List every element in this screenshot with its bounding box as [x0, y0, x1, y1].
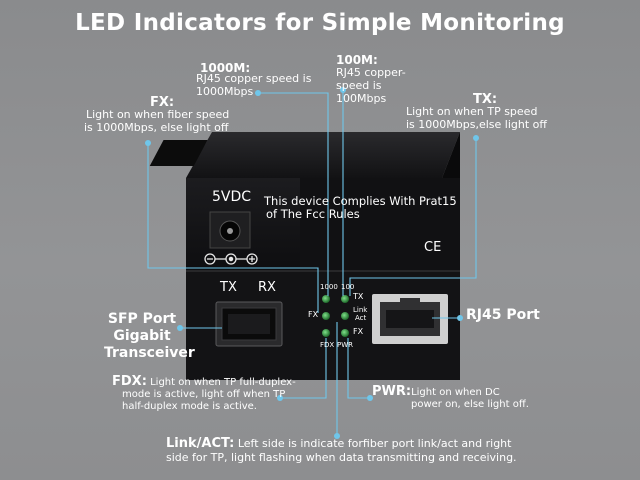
fx-desc-1: Light on when fiber speed — [86, 108, 230, 121]
upper-unit-top — [186, 132, 460, 178]
ce-mark-icon: CE — [424, 240, 442, 255]
dc-polarity-icon — [204, 253, 258, 265]
link-desc-1: Left side is indicate forfiber port link… — [237, 437, 512, 450]
fdx-desc-1: Light on when TP full-duplex- — [150, 377, 296, 388]
sfp-label-2: Gigabit — [113, 328, 171, 345]
rj45-label: RJ45 Port — [466, 307, 540, 323]
led-100-label: 100 — [341, 283, 355, 291]
m1000-desc-1: RJ45 copper speed is — [196, 72, 312, 85]
sfp-port-icon — [215, 301, 283, 347]
led-fx-right-label: FX — [353, 327, 364, 336]
link-desc-2: side for TP, light flashing when data tr… — [166, 451, 517, 464]
sfp-label-3: Transceiver — [104, 345, 195, 362]
pwr-line-1: PWR:Light on when DC — [372, 384, 500, 399]
led-100 — [341, 295, 349, 303]
sfp-label-1: SFP Port — [107, 311, 177, 327]
led-1000 — [322, 295, 330, 303]
led-fx-left — [322, 312, 330, 320]
led-1000-label: 1000 — [320, 283, 338, 291]
pwr-title: PWR: — [372, 384, 412, 399]
fdx-title: FDX: — [112, 374, 147, 389]
led-act-label: Act — [355, 314, 367, 322]
tx-desc-1: Light on when TP speed — [406, 105, 538, 118]
tx-desc-2: is 1000Mbps,else light off — [406, 118, 547, 131]
dc-jack-pin — [227, 228, 233, 234]
m100-desc-2: speed is — [336, 79, 382, 92]
led-fdx-label: FDX — [320, 341, 335, 349]
led-tx-label: TX — [353, 292, 364, 301]
fdx-desc-3: half-duplex mode is active. — [122, 401, 257, 412]
compliance-line-1: This device Complies With Prat15 — [264, 194, 457, 208]
fx-desc-2: is 1000Mbps, else light off — [84, 121, 229, 134]
pwr-desc-1: Light on when DC — [411, 387, 500, 398]
callout-lines — [147, 90, 477, 436]
fx-title: FX: — [150, 95, 175, 110]
tx-title: TX: — [473, 92, 498, 107]
m1000-title: 1000M: — [200, 61, 251, 75]
led-link-act — [341, 312, 349, 320]
port-tx-label: TX — [220, 280, 237, 295]
m1000-desc-2: 1000Mbps — [196, 85, 254, 98]
led-fx-right — [341, 329, 349, 337]
dc-jack-housing — [209, 211, 251, 249]
callout-dots — [145, 87, 479, 439]
compliance-line-2: of The Fcc Rules — [266, 207, 360, 221]
led-fx-left-label: FX — [308, 310, 319, 319]
upper-unit-right-panel — [300, 178, 460, 270]
m100-desc-1: RJ45 copper- — [336, 66, 406, 79]
led-group — [322, 295, 349, 337]
headline: LED Indicators for Simple Monitoring — [75, 10, 565, 36]
power-label: 5VDC — [212, 189, 252, 205]
fdx-desc-2: mode is active, light off when TP — [122, 389, 286, 400]
rj45-port-icon — [372, 294, 448, 344]
fdx-line-1: FDX: Light on when TP full-duplex- — [112, 374, 296, 389]
label-sticker — [149, 140, 208, 166]
port-rx-label: RX — [258, 280, 276, 295]
link-line-1: Link/ACT: Left side is indicate forfiber… — [166, 436, 511, 451]
link-title: Link/ACT: — [166, 436, 235, 451]
m100-title: 100M: — [336, 53, 378, 67]
pwr-desc-2: power on, else light off. — [411, 399, 529, 410]
led-link-label: Link — [353, 306, 368, 314]
led-fdx — [322, 329, 330, 337]
led-pwr-label: PWR — [337, 341, 354, 349]
m100-desc-3: 100Mbps — [336, 92, 387, 105]
sfp-callout: SFP Port Gigabit Transceiver — [104, 311, 195, 362]
